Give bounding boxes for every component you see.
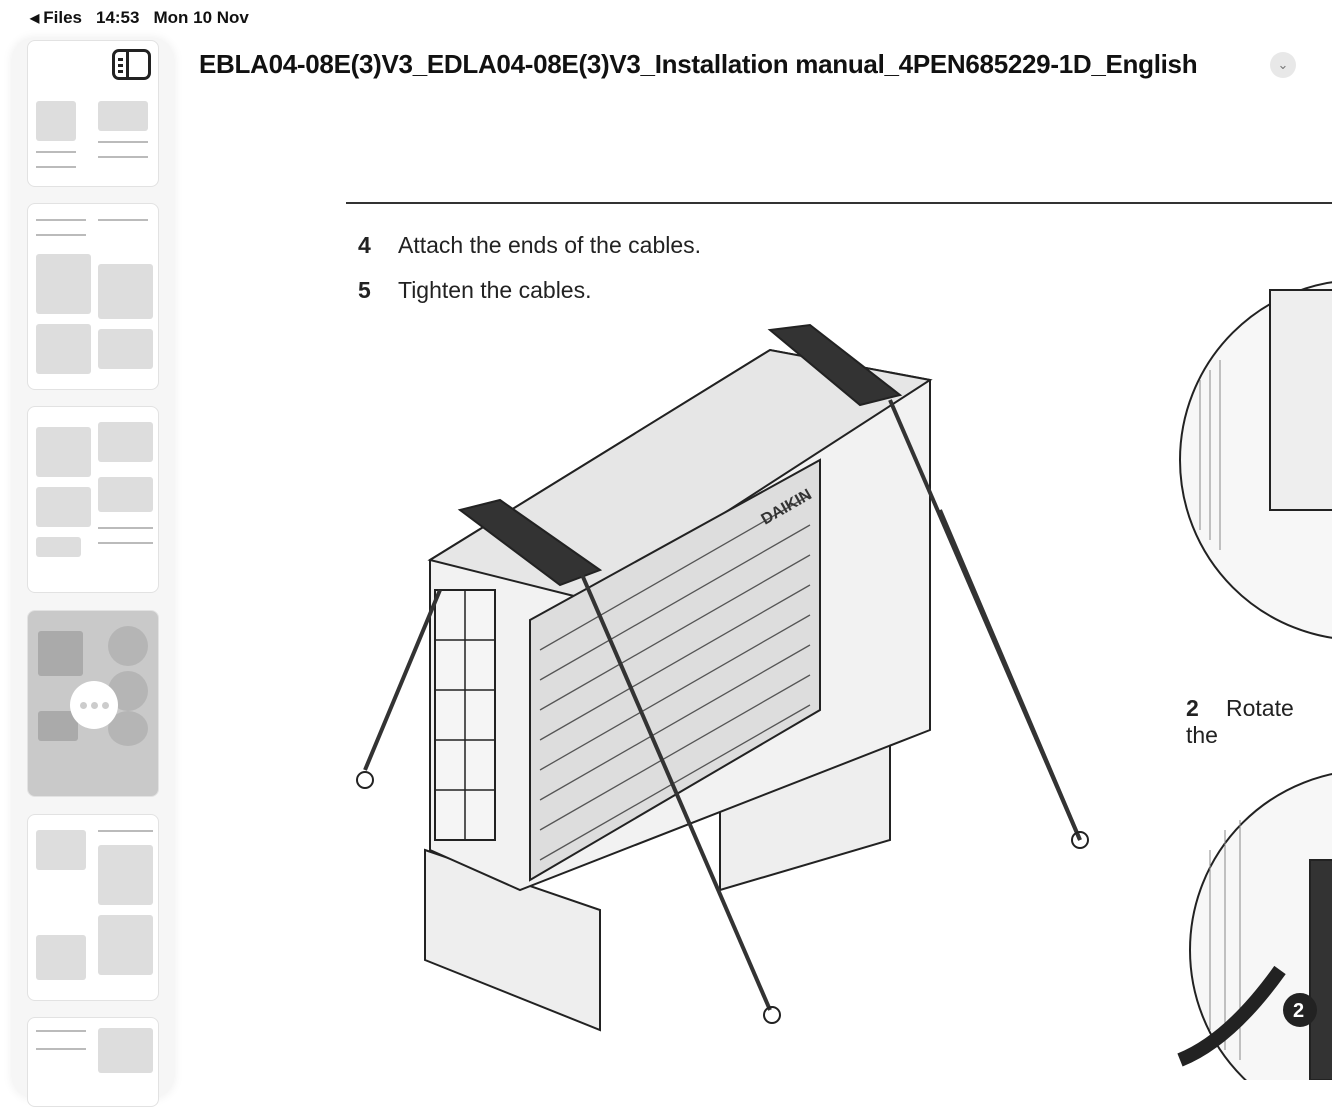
- callout-number: 2: [1293, 1000, 1304, 1022]
- title-menu-chevron-icon[interactable]: ⌄: [1270, 52, 1296, 78]
- back-arrow-icon: ◀: [30, 11, 40, 25]
- clock: 14:53: [95, 8, 140, 27]
- more-options-icon[interactable]: [70, 681, 118, 729]
- detail-illustrations: 2: [1177, 281, 1332, 1080]
- page-thumbnail[interactable]: [27, 814, 159, 1001]
- document-title[interactable]: EBLA04-08E(3)V3_EDLA04-08E(3)V3_Installa…: [199, 49, 1198, 79]
- page-thumbnail[interactable]: [27, 1017, 159, 1107]
- page-thumbnail[interactable]: [27, 203, 159, 390]
- page-thumbnail[interactable]: [27, 406, 159, 593]
- page-thumbnail-selected[interactable]: [27, 610, 159, 797]
- page-thumbnail-sidebar[interactable]: [12, 38, 174, 1107]
- status-bar: ◀Files 14:53 Mon 10 Nov: [30, 8, 249, 28]
- outdoor-unit-illustration: DAIKIN: [356, 323, 1089, 1032]
- back-to-files[interactable]: ◀Files: [30, 8, 82, 27]
- page-header-rule: [346, 202, 1332, 204]
- sidebar-toggle-icon[interactable]: [112, 49, 151, 80]
- date: Mon 10 Nov: [153, 8, 249, 27]
